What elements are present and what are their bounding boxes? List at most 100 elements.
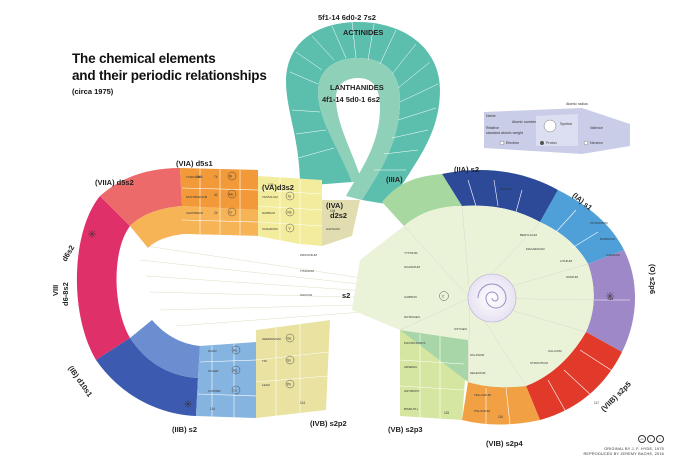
element-name: POTASSIUM [590,221,608,225]
iiia-label: (IIIA) [386,175,403,184]
via-label: (VIA) d5s1 [176,159,213,168]
legend-name: Name [486,114,496,118]
credits: ORIGINAL BY J. F. HYDE, 1975 REPRODUCED … [583,447,664,457]
element-name: SULPHUR [470,353,485,357]
credit-reproduced: REPRODUCED BY JEREMY BACHE, 2016 [583,452,664,456]
element-name: BISMUTH [404,407,418,411]
viib-label: (VIIB) s2p5 [599,380,633,414]
d6-config-label: d6s2 [60,244,76,263]
iib-label: (IIB) s2 [172,425,197,434]
viii-label: VIII [51,285,60,296]
iva-label: (IVA) [326,201,343,210]
ib-band-inner [130,320,200,378]
element-name: TANTALUM [262,195,278,199]
vb-label: (VB) s2p3 [388,425,423,434]
element-number: 118 [608,297,613,301]
iib-band [196,342,256,418]
viii-config-label: d6-8s2 [61,282,70,306]
actinides-band [286,22,440,204]
lanthanides-label: LANTHANIDES [330,83,384,92]
element-symbol: Au [233,349,237,353]
legend-symbol: Symbol [560,122,572,126]
element-number: 24 [214,211,218,215]
iiia-right-band [382,174,462,226]
legend-standard-atomic-weight: standard atomic weight [486,131,523,135]
element-symbol: Sn [287,359,291,363]
element-name: CAESIUM [606,253,620,257]
element-symbol: Ge [287,337,291,341]
element-name: MOLYBDENUM [186,195,208,199]
iia-band [442,169,558,222]
lanthanides-band [318,58,400,200]
element-name: TELLURIUM [474,393,492,397]
lanthanides-config-label: 4f1-14 5d0-1 6s2 [322,95,380,104]
no-derivatives-icon: = [656,435,664,443]
iia-label: (IIA) s2 [454,165,479,174]
element-name: SELENIUM [470,371,486,375]
element-name: HAFNIUM [326,227,340,231]
element-name: PHOSPHORUS [404,341,425,345]
element-number: 42 [214,193,218,197]
legend-relative: Relative [486,126,499,130]
element-number: 114 [300,401,305,405]
element-name: POLONIUM [474,409,491,413]
viib-band [526,332,622,420]
spiral-hub-curl [477,283,507,309]
element-number: 106 [196,175,202,179]
ivb-band [256,320,330,418]
element-number: 116 [498,415,503,419]
va-label: (VA)d3s2 [262,183,294,192]
actinides-config-label: 5f1-14 6d0-2 7s2 [318,13,376,22]
ia-band [540,190,624,264]
va-band [258,176,322,246]
element-symbol: Cu [233,389,237,393]
page-subtitle: (circa 1975) [72,87,114,96]
element-symbol: W [229,175,232,179]
element-name: CHROMIUM [186,211,203,215]
element-number: 105 [268,183,274,187]
element-name: COPPER [208,389,222,393]
legend-graphic [484,108,630,154]
element-name: VANADIUM [262,227,278,231]
zero-band [586,250,636,352]
left-grid-lines [181,168,329,418]
element-name: RUBIDIUM [600,237,615,241]
element-symbol: Nb [288,211,292,215]
title-block: The chemical elements and their periodic… [72,50,302,96]
license-badges: cc i = [638,435,664,443]
zero-label: (O) s2p6 [648,264,657,294]
left-lobe-numbers: 106 105 104 [196,175,336,213]
element-name: BERYLLIUM [520,233,537,237]
page-title: The chemical elements [72,51,216,66]
legend-atomic-radius: Atomic radius [566,102,588,106]
vib-label: (VIB) s2p4 [486,439,524,448]
element-number: 115 [444,411,449,415]
legend-valence: Valence [590,126,603,130]
legend-electron: Electron [506,141,520,145]
ib-band [96,338,198,416]
viia-label: (VIIA) d5s2 [95,178,134,187]
legend: Atomic radius Name Atomic number Symbol … [482,102,632,158]
viii-band [76,196,130,360]
element-name: CALCIUM [548,349,562,353]
element-cells-left: TUNGSTEN MOLYBDENUM CHROMIUM 74 42 24 W … [186,171,367,411]
element-symbol: Ag [233,369,237,373]
element-symbol: Mo [229,193,234,197]
right-lobe: (IIA) s2 (IA) s1 (O) s2p6 (VIIB) s2p5 (V… [342,165,657,448]
element-name: OXYGEN [454,327,467,331]
vib-band [462,382,540,425]
legend-neutron: Neutron [590,141,603,145]
via-band-inner [130,206,258,248]
page-title-line-2: and their periodic relationships [72,68,267,83]
element-name: NITROGEN [404,315,420,319]
element-name: ZIRCONIUM [300,253,317,257]
element-symbol: Ta [288,195,292,199]
element-name: BARIUM [500,187,512,191]
actinide-loop: 5f1-14 6d0-2 7s2 ACTINIDES LANTHANIDES 4… [286,13,440,204]
ib-label: (IB) d10s1 [66,364,94,399]
actinides-label: ACTINIDES [343,28,383,37]
left-inner-band [144,234,330,340]
element-symbol: Pb [287,383,291,387]
element-name: SODIUM [566,275,579,279]
